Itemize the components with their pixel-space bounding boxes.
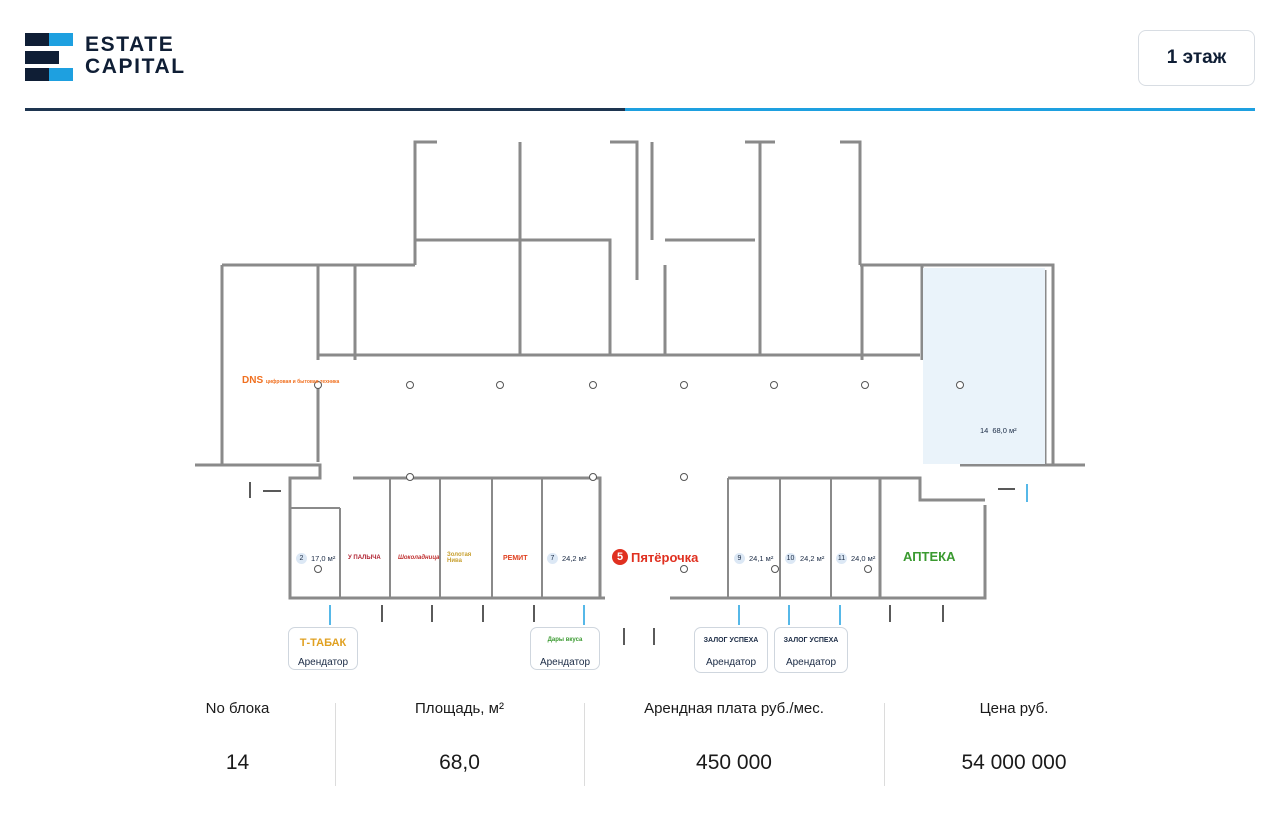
logo-text-1: ESTATE: [85, 33, 175, 56]
floor-selector-button[interactable]: 1 этаж: [1138, 30, 1255, 86]
shop-remit: РЕМИТ: [503, 555, 528, 562]
logo-mark-icon: [25, 33, 73, 81]
selected-unit-14[interactable]: [923, 268, 1045, 464]
entrance-arrows: [249, 482, 1015, 645]
shop-shokoladnitsa: Шоколадница: [398, 555, 440, 561]
divider: [335, 703, 336, 786]
tenant-arrows: [329, 484, 1028, 625]
shop-u-palycha: У ПАЛЫЧА: [348, 555, 381, 561]
header-divider-dark: [25, 108, 625, 111]
info-col-rent: Арендная плата руб./мес.450 000: [644, 700, 824, 774]
logo-text-2: CAPITAL: [85, 55, 186, 78]
info-col-price: Цена руб.54 000 000: [961, 700, 1067, 774]
divider: [884, 703, 885, 786]
shop-zolotaya-niva: Золотая Нива: [447, 552, 472, 564]
header-divider-blue: [625, 108, 1255, 111]
shop-dns: DNS цифровая и бытовая техника: [242, 375, 340, 386]
divider: [584, 703, 585, 786]
pyaterochka-logo-icon: 5: [612, 549, 628, 565]
shop-apteka: АПТЕКА: [903, 549, 956, 564]
